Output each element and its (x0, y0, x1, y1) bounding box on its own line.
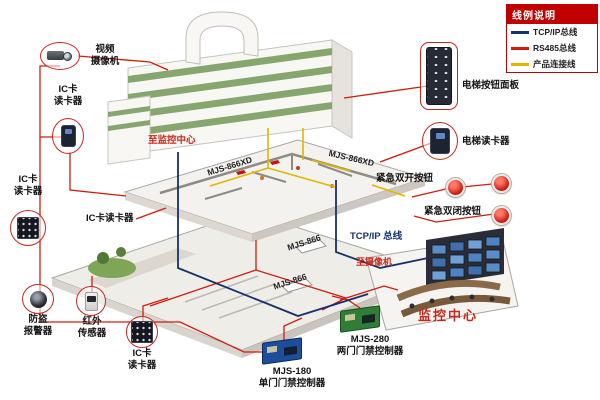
camera-label: 视频 摄像机 (90, 44, 120, 68)
monitoring-room (365, 228, 519, 331)
video-camera-icon (40, 42, 80, 70)
legend-title: 线例说明 (507, 5, 597, 24)
elevator-reader-label: 电梯读卡器 (462, 136, 510, 147)
alarm-label: 防盗 报警器 (23, 314, 53, 338)
emergency-button-icon (492, 206, 511, 225)
rs485-line-swatch (511, 46, 529, 50)
infrared-sensor-icon (76, 286, 106, 316)
ic-card-reader-icon (52, 118, 84, 154)
siren-glyph (29, 290, 47, 308)
legend-label-tcpip: TCP/IP总线 (533, 27, 578, 37)
legend-item-rs485: RS485总线 (507, 40, 597, 56)
product-lines (209, 128, 406, 197)
monitor-center-label: 监控中心 (418, 308, 479, 323)
ic-card-keypad-icon (10, 210, 46, 246)
elevator-reader-glyph (430, 128, 450, 154)
legend-item-product: 产品连接线 (507, 56, 597, 72)
building-tower (107, 11, 353, 165)
reader-inline-label: IC卡读卡器 (86, 213, 134, 224)
reader-glyph (60, 125, 76, 147)
tcpip-line-swatch (511, 30, 529, 34)
burglar-alarm-icon (22, 284, 54, 314)
keypad-glyph (131, 321, 153, 343)
elevator-reader-icon (422, 122, 458, 160)
product-line-swatch (511, 62, 529, 66)
elevator-button-panel-icon (420, 42, 458, 110)
to-monitor-center-label: 至监控中心 (148, 135, 196, 146)
ic-card-reader-bottom-icon (126, 316, 158, 348)
mjs180-label: MJS-180 单门门禁控制器 (258, 366, 326, 390)
emergency-close-label: 紧急双闭按钮 (424, 206, 482, 217)
mjs280-label: MJS-280 两门门禁控制器 (336, 334, 404, 358)
reader-left-label: IC卡 读卡器 (13, 174, 43, 198)
legend-label-product: 产品连接线 (533, 59, 576, 69)
elevator-panel-glyph (426, 47, 452, 105)
emergency-button-icon (446, 178, 465, 197)
emergency-button-icon (492, 174, 511, 193)
legend-label-rs485: RS485总线 (533, 43, 576, 53)
office-floor (123, 139, 427, 242)
camera-glyph (47, 49, 73, 63)
elevator-panel-label: 电梯按钮面板 (462, 80, 520, 91)
tcpip-bus-label: TCP/IP 总线 (350, 231, 403, 242)
keypad-glyph (17, 217, 39, 239)
ir-glyph (84, 291, 98, 311)
reader-top-label: IC卡 读卡器 (53, 84, 83, 108)
to-camera-label: 至摄像机 (356, 257, 393, 267)
infrared-label: 红外 传感器 (77, 316, 107, 340)
reader-bottom-label: IC卡 读卡器 (127, 348, 157, 372)
emergency-open-label: 紧急双开按钮 (376, 173, 434, 184)
screen-wall (431, 236, 501, 281)
legend: 线例说明 TCP/IP总线 RS485总线 产品连接线 (506, 4, 598, 73)
legend-item-tcpip: TCP/IP总线 (507, 24, 597, 40)
tcpip-lines (177, 152, 429, 317)
